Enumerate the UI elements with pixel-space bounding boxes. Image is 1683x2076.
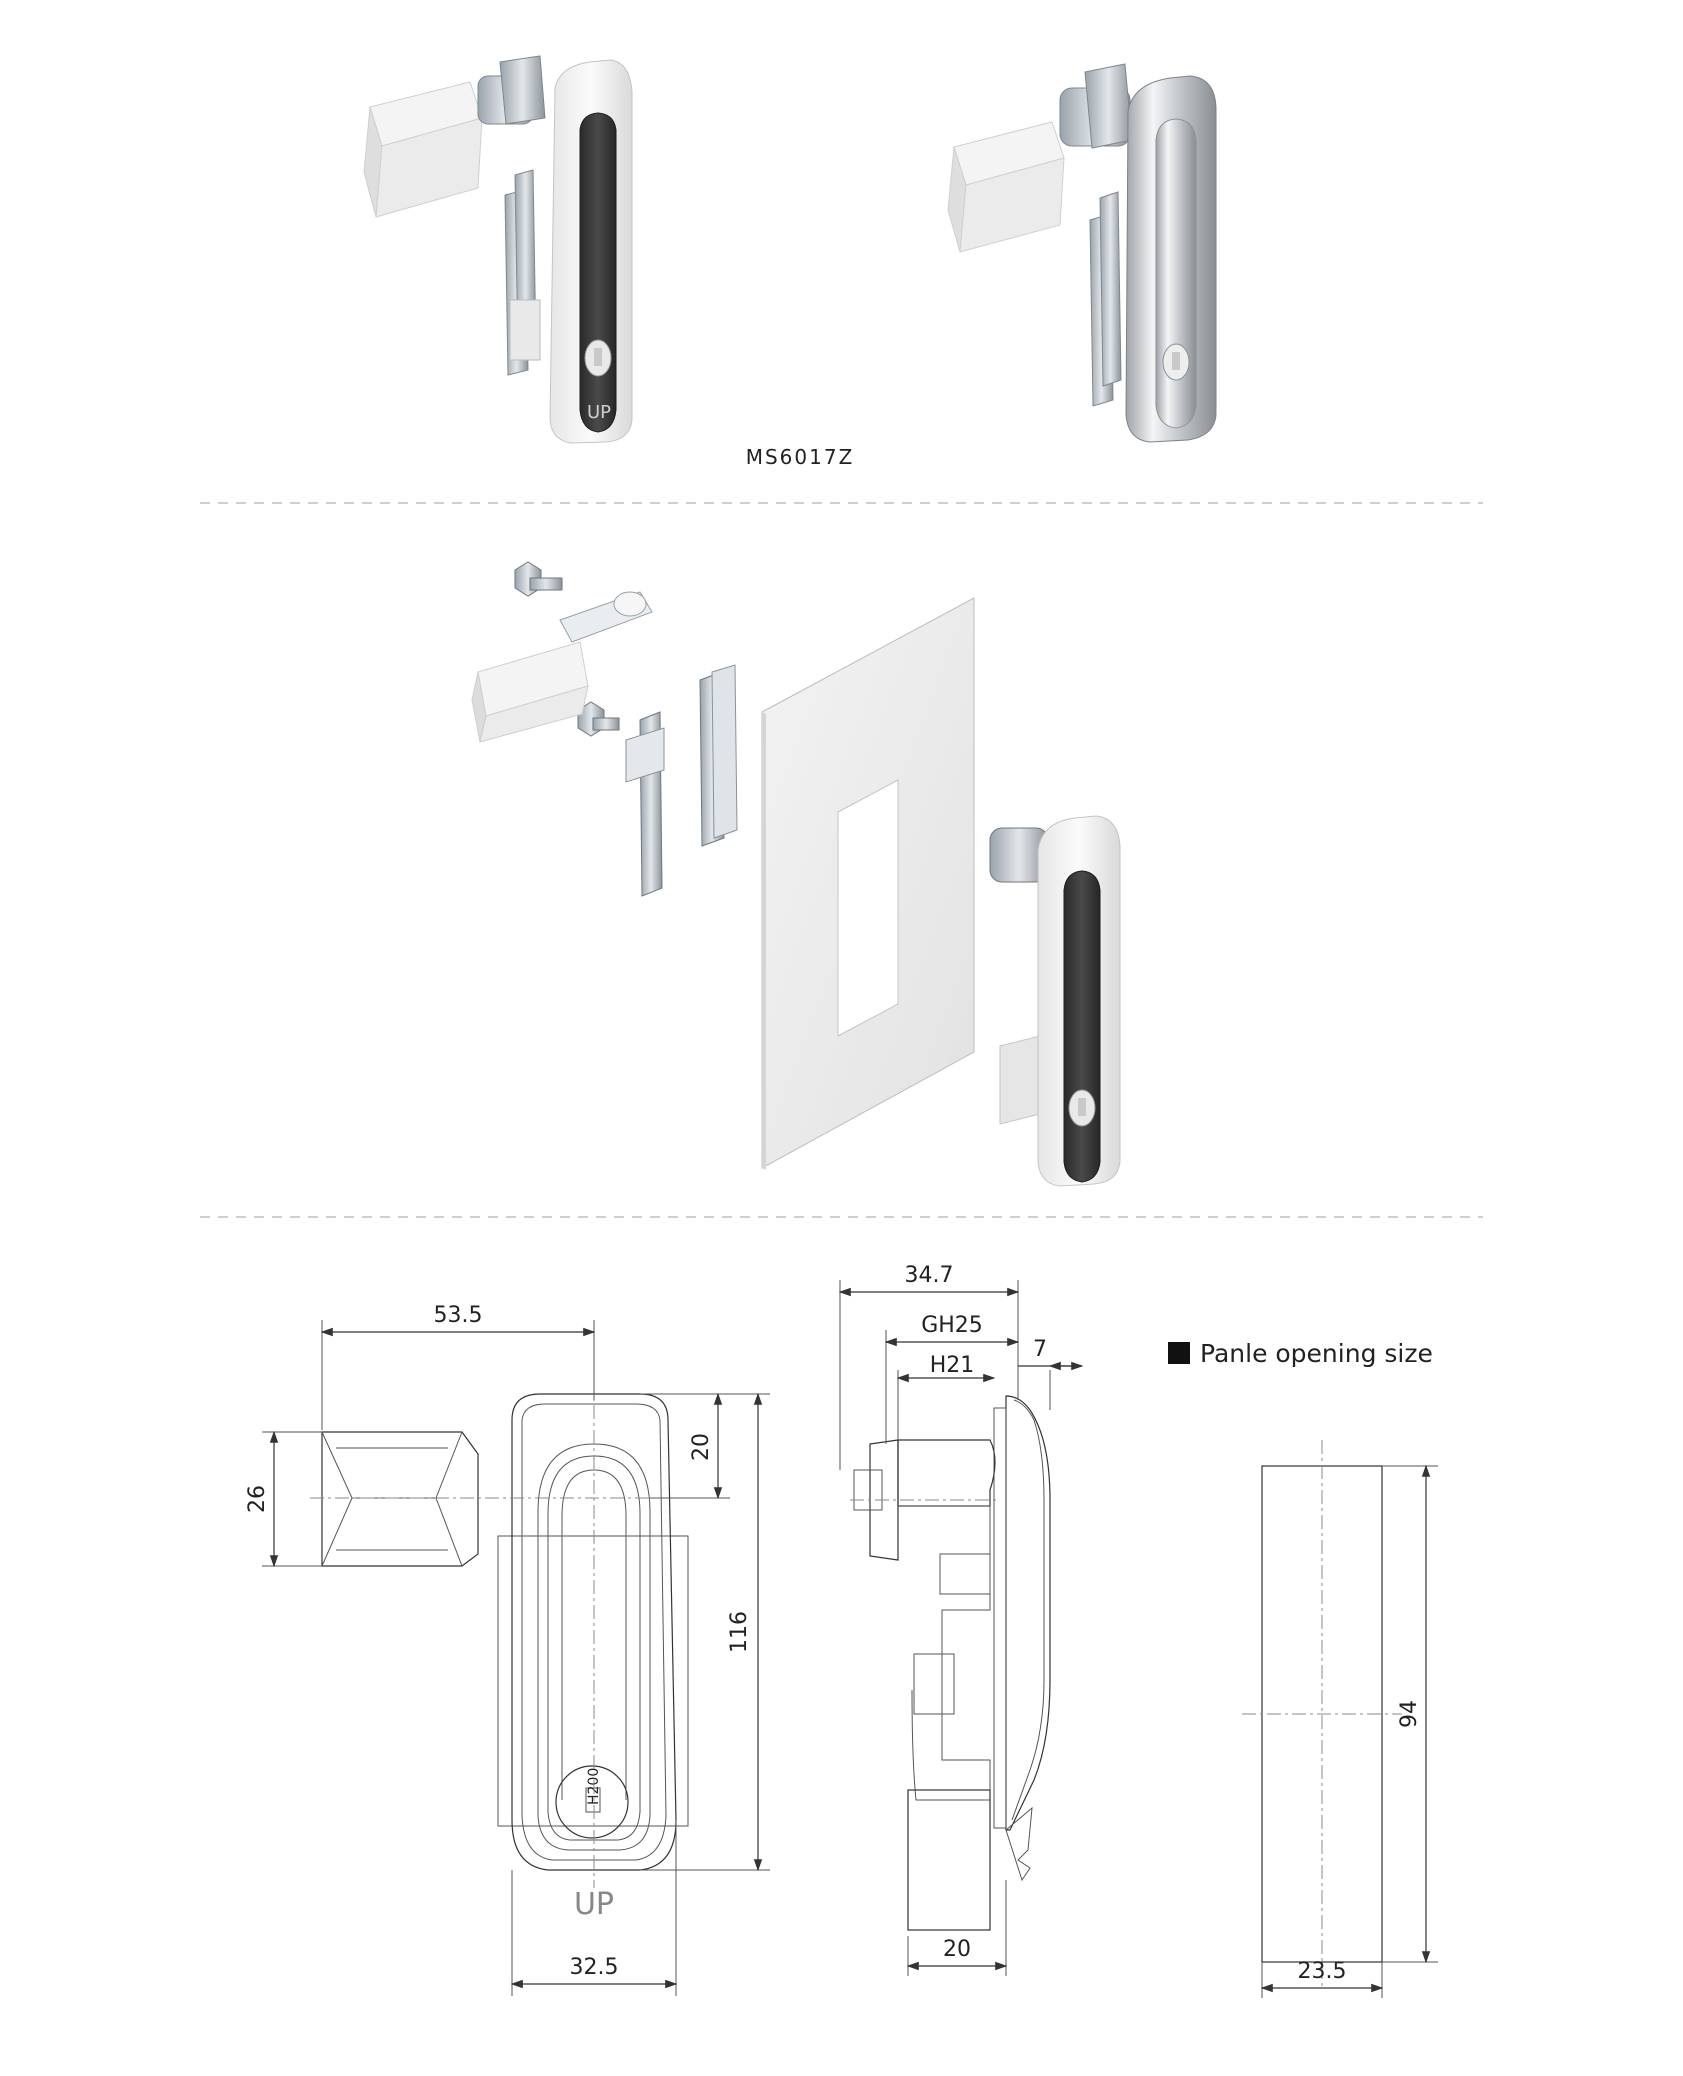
legend-square-icon xyxy=(1168,1342,1190,1364)
side-view-drawing xyxy=(850,1395,1051,1931)
chrome-handle-render xyxy=(947,63,1217,443)
up-mark-drawing: UP xyxy=(574,1887,614,1922)
dim-53-5: 53.5 xyxy=(434,1303,483,1328)
door-panel xyxy=(761,597,975,1170)
up-mark: UP xyxy=(587,402,611,423)
dim-20-side: 20 xyxy=(943,1937,971,1962)
dim-116: 116 xyxy=(727,1611,752,1653)
dim-34-7: 34.7 xyxy=(905,1263,954,1288)
model-label: MS6017Z xyxy=(746,445,855,469)
dim-26: 26 xyxy=(245,1485,270,1513)
dim-7: 7 xyxy=(1033,1337,1047,1362)
dim-32-5: 32.5 xyxy=(570,1955,619,1980)
cam-part xyxy=(471,591,653,743)
bracket-part xyxy=(625,664,738,897)
dim-gh25: GH25 xyxy=(921,1313,983,1338)
exploded-assembly-view xyxy=(471,561,1121,1187)
front-view-dimensions: 53.5 26 20 116 32.5 xyxy=(245,1303,770,1996)
exploded-handle xyxy=(989,815,1121,1187)
dim-20-front: 20 xyxy=(689,1433,714,1461)
front-view-drawing: H200 UP xyxy=(310,1380,690,1922)
dim-94: 94 xyxy=(1397,1700,1422,1728)
dim-h21: H21 xyxy=(930,1353,975,1378)
dim-23-5: 23.5 xyxy=(1298,1959,1347,1984)
screw-top xyxy=(514,561,563,597)
side-view-dimensions: 34.7 GH25 H21 7 20 xyxy=(838,1263,1084,1976)
white-handle-render: UP xyxy=(363,55,633,444)
panel-opening-label: Panle opening size xyxy=(1200,1339,1433,1368)
screw-middle xyxy=(577,701,620,737)
panel-opening-drawing: 94 23.5 xyxy=(1242,1440,1438,1998)
